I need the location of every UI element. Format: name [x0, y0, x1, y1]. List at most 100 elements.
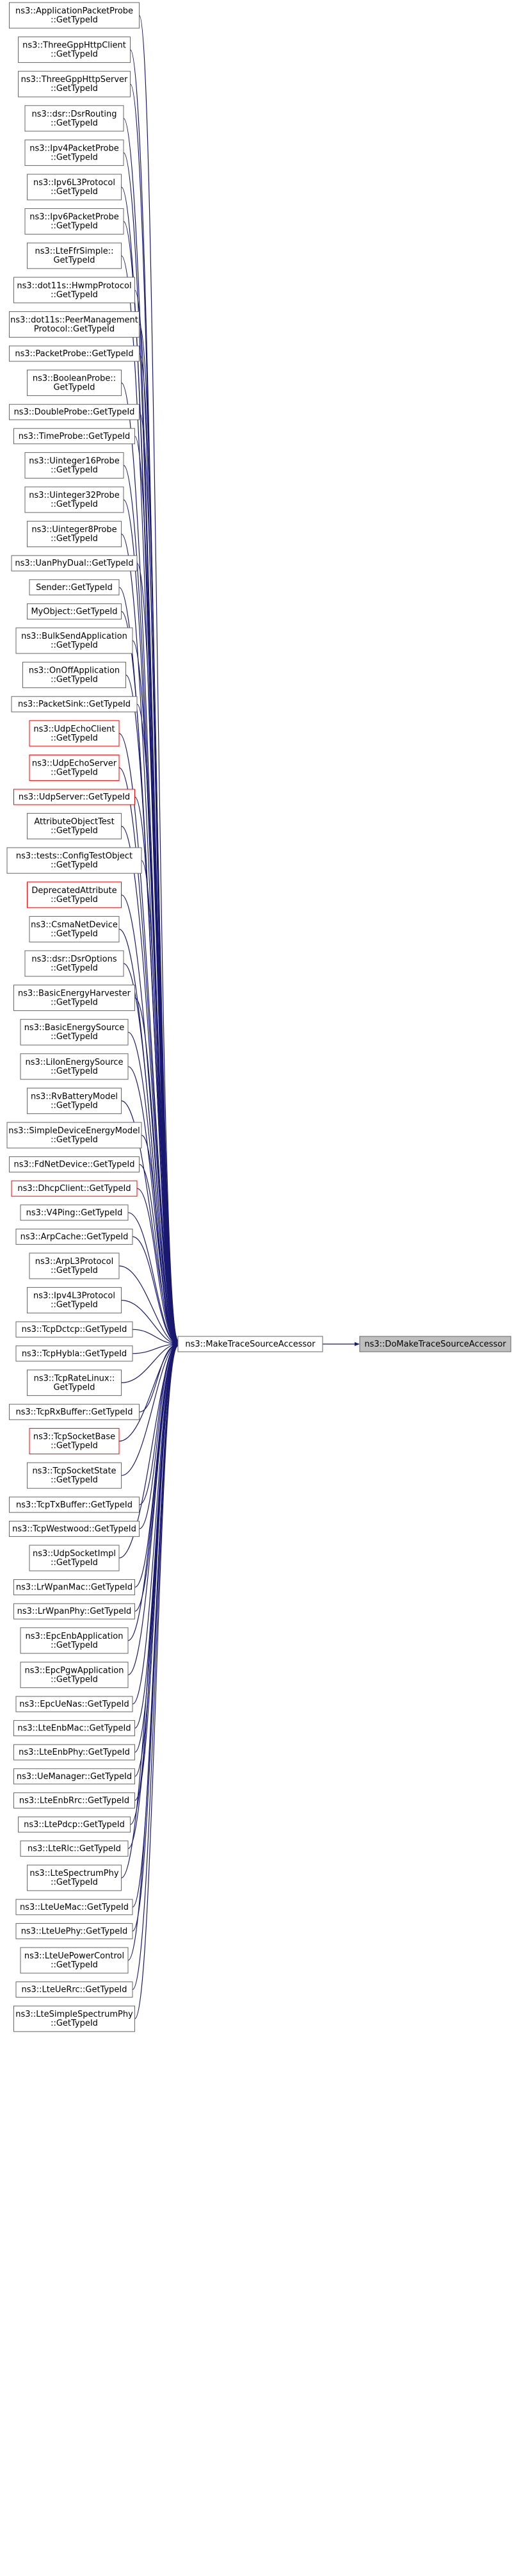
caller-node[interactable]: ns3::V4Ping::GetTypeId	[20, 1204, 129, 1221]
caller-node[interactable]: ns3::LteEnbRrc::GetTypeId	[13, 1792, 135, 1809]
caller-node-label: ::GetTypeId	[51, 534, 98, 544]
caller-node[interactable]: ns3::BooleanProbe::GetTypeId	[27, 370, 122, 397]
edge-caller-to-hub	[134, 997, 178, 1343]
caller-node[interactable]: ns3::LteRlc::GetTypeId	[20, 1841, 129, 1857]
caller-node-label: ns3::TcpRxBuffer::GetTypeId	[15, 1407, 133, 1417]
caller-node[interactable]: ns3::TimeProbe::GetTypeId	[13, 428, 135, 445]
caller-node[interactable]: ns3::UdpServer::GetTypeId	[13, 789, 135, 805]
caller-node[interactable]: ns3::EpcPgwApplication::GetTypeId	[20, 1661, 129, 1688]
caller-node[interactable]: ns3::BulkSendApplication::GetTypeId	[15, 627, 133, 654]
caller-node-box	[29, 1428, 120, 1455]
caller-node[interactable]: ns3::TcpWestwood::GetTypeId	[9, 1520, 140, 1537]
caller-node[interactable]: ns3::LrWpanMac::GetTypeId	[13, 1579, 135, 1596]
caller-node[interactable]: ns3::UdpEchoClient::GetTypeId	[29, 720, 120, 747]
caller-node[interactable]: ns3::Ipv4PacketProbe::GetTypeId	[24, 139, 124, 166]
edge-caller-to-hub	[127, 1066, 178, 1344]
caller-node[interactable]: ns3::DhcpClient::GetTypeId	[11, 1180, 138, 1197]
caller-node-label: ::GetTypeId	[51, 1641, 98, 1650]
caller-node[interactable]: ns3::LteFfrSimple::GetTypeId	[27, 242, 122, 269]
caller-node[interactable]: ns3::LteUeMac::GetTypeId	[15, 1899, 133, 1916]
caller-node[interactable]: ns3::Uinteger16Probe::GetTypeId	[24, 452, 124, 479]
caller-node[interactable]: ns3::PacketSink::GetTypeId	[11, 696, 138, 712]
caller-node[interactable]: ns3::DoubleProbe::GetTypeId	[9, 404, 140, 420]
caller-node[interactable]: ns3::RvBatteryModel::GetTypeId	[27, 1087, 122, 1114]
caller-node[interactable]: ns3::LteEnbPhy::GetTypeId	[13, 1744, 135, 1760]
caller-node[interactable]: ns3::LtePdcp::GetTypeId	[18, 1816, 131, 1833]
caller-node[interactable]: ns3::ArpCache::GetTypeId	[15, 1228, 133, 1245]
caller-node[interactable]: ns3::ApplicationPacketProbe::GetTypeId	[9, 2, 140, 29]
caller-node[interactable]: ns3::TcpSocketBase::GetTypeId	[29, 1428, 120, 1455]
caller-node[interactable]: MyObject::GetTypeId	[27, 603, 122, 619]
caller-node[interactable]: ns3::LteSimpleSpectrumPhy::GetTypeId	[13, 2005, 135, 2032]
caller-node-box	[27, 1864, 122, 1891]
caller-node[interactable]: ns3::dsr::DsrRouting::GetTypeId	[24, 105, 124, 132]
caller-node[interactable]: ns3::TcpDctcp::GetTypeId	[15, 1321, 133, 1338]
caller-node[interactable]: ns3::UeManager::GetTypeId	[13, 1768, 135, 1785]
caller-node[interactable]: ns3::Ipv4L3Protocol::GetTypeId	[27, 1287, 122, 1314]
caller-node-label: Protocol::GetTypeId	[34, 324, 115, 334]
caller-node[interactable]: ns3::TcpRateLinux::GetTypeId	[27, 1369, 122, 1396]
caller-node[interactable]: ns3::LteUeRrc::GetTypeId	[15, 1981, 133, 1998]
caller-node[interactable]: ns3::ThreeGppHttpClient::GetTypeId	[18, 37, 131, 63]
caller-node-label: ns3::TcpSocketBase	[33, 1432, 115, 1442]
edge-caller-to-hub	[121, 1345, 178, 1878]
caller-node[interactable]: ns3::dsr::DsrOptions::GetTypeId	[24, 950, 124, 977]
edge-caller-to-hub	[136, 562, 178, 1342]
caller-node-label: ns3::UdpSocketImpl	[33, 1549, 116, 1559]
edge-caller-to-hub	[139, 1343, 178, 1505]
caller-node[interactable]: ns3::LteUePowerControl::GetTypeId	[20, 1947, 129, 1974]
caller-node[interactable]: ns3::TcpRxBuffer::GetTypeId	[9, 1404, 140, 1420]
caller-node[interactable]: ns3::CsmaNetDevice::GetTypeId	[29, 915, 120, 942]
caller-node[interactable]: ns3::SimpleDeviceEnergyModel::GetTypeId	[6, 1122, 142, 1149]
edge-caller-to-hub	[136, 703, 178, 1343]
caller-node[interactable]: ns3::LteUePhy::GetTypeId	[15, 1923, 133, 1939]
caller-node-box	[15, 627, 133, 654]
caller-node-box	[15, 1345, 133, 1362]
target-node[interactable]: ns3::DoMakeTraceSourceAccessor	[359, 1336, 511, 1352]
edge-caller-to-hub	[121, 1343, 178, 1476]
caller-node[interactable]: ns3::TcpHybla::GetTypeId	[15, 1345, 133, 1362]
caller-node[interactable]: ns3::Uinteger32Probe::GetTypeId	[24, 486, 124, 513]
caller-node[interactable]: ns3::ThreeGppHttpServer::GetTypeId	[18, 70, 131, 97]
caller-node-label: AttributeObjectTest	[34, 817, 114, 827]
caller-node[interactable]: ns3::EpcEnbApplication::GetTypeId	[20, 1627, 129, 1654]
caller-node-label: ns3::UdpServer::GetTypeId	[19, 792, 130, 802]
caller-node[interactable]: ns3::UdpSocketImpl::GetTypeId	[29, 1545, 120, 1571]
edge-caller-to-hub	[127, 1344, 178, 1641]
caller-node-box	[29, 1545, 120, 1571]
caller-node[interactable]: DeprecatedAttribute::GetTypeId	[27, 882, 122, 908]
caller-node-label: ns3::PacketProbe::GetTypeId	[15, 349, 133, 359]
caller-node[interactable]: ns3::UdpEchoServer::GetTypeId	[29, 754, 120, 781]
caller-node-label: ::GetTypeId	[51, 1878, 98, 1887]
caller-node[interactable]: ns3::ArpL3Protocol::GetTypeId	[29, 1252, 120, 1279]
caller-node[interactable]: ns3::TcpTxBuffer::GetTypeId	[9, 1497, 140, 1513]
caller-node[interactable]: ns3::BasicEnergySource::GetTypeId	[20, 1019, 129, 1046]
caller-node[interactable]: ns3::Ipv6L3Protocol::GetTypeId	[27, 174, 122, 201]
caller-node[interactable]: ns3::EpcUeNas::GetTypeId	[15, 1696, 133, 1712]
caller-node[interactable]: ns3::OnOffApplication::GetTypeId	[22, 662, 126, 689]
caller-node[interactable]: ns3::BasicEnergyHarvester::GetTypeId	[13, 985, 135, 1012]
caller-node[interactable]: ns3::TcpSocketState::GetTypeId	[27, 1462, 122, 1489]
caller-node[interactable]: ns3::dot11s::PeerManagementProtocol::Get…	[9, 311, 140, 338]
caller-node-label: ns3::SimpleDeviceEnergyModel	[8, 1126, 140, 1136]
caller-node[interactable]: ns3::LteSpectrumPhy::GetTypeId	[27, 1864, 122, 1891]
caller-node-label: ns3::OnOffApplication	[29, 666, 120, 676]
caller-node-box	[20, 1947, 129, 1974]
caller-node[interactable]: AttributeObjectTest::GetTypeId	[27, 813, 122, 840]
caller-node[interactable]: ns3::Ipv6PacketProbe::GetTypeId	[24, 208, 124, 235]
caller-node[interactable]: ns3::LiIonEnergySource::GetTypeId	[20, 1053, 129, 1080]
hub-node[interactable]: ns3::MakeTraceSourceAccessor	[177, 1336, 323, 1352]
caller-node[interactable]: ns3::LrWpanPhy::GetTypeId	[13, 1603, 135, 1620]
caller-node-label: ::GetTypeId	[51, 1441, 98, 1451]
node-layer: ns3::DoMakeTraceSourceAccessor ns3::MakeT…	[6, 2, 511, 2032]
caller-node[interactable]: ns3::PacketProbe::GetTypeId	[9, 345, 140, 362]
caller-node[interactable]: ns3::UanPhyDual::GetTypeId	[11, 555, 138, 571]
caller-node[interactable]: ns3::LteEnbMac::GetTypeId	[13, 1720, 135, 1737]
caller-node[interactable]: ns3::dot11s::HwmpProtocol::GetTypeId	[13, 277, 135, 304]
caller-node[interactable]: ns3::FdNetDevice::GetTypeId	[9, 1156, 140, 1173]
caller-node[interactable]: ns3::Uinteger8Probe::GetTypeId	[27, 521, 122, 548]
caller-node[interactable]: Sender::GetTypeId	[29, 579, 120, 596]
caller-node-box	[13, 1744, 135, 1760]
caller-node[interactable]: ns3::tests::ConfigTestObject::GetTypeId	[6, 847, 142, 874]
